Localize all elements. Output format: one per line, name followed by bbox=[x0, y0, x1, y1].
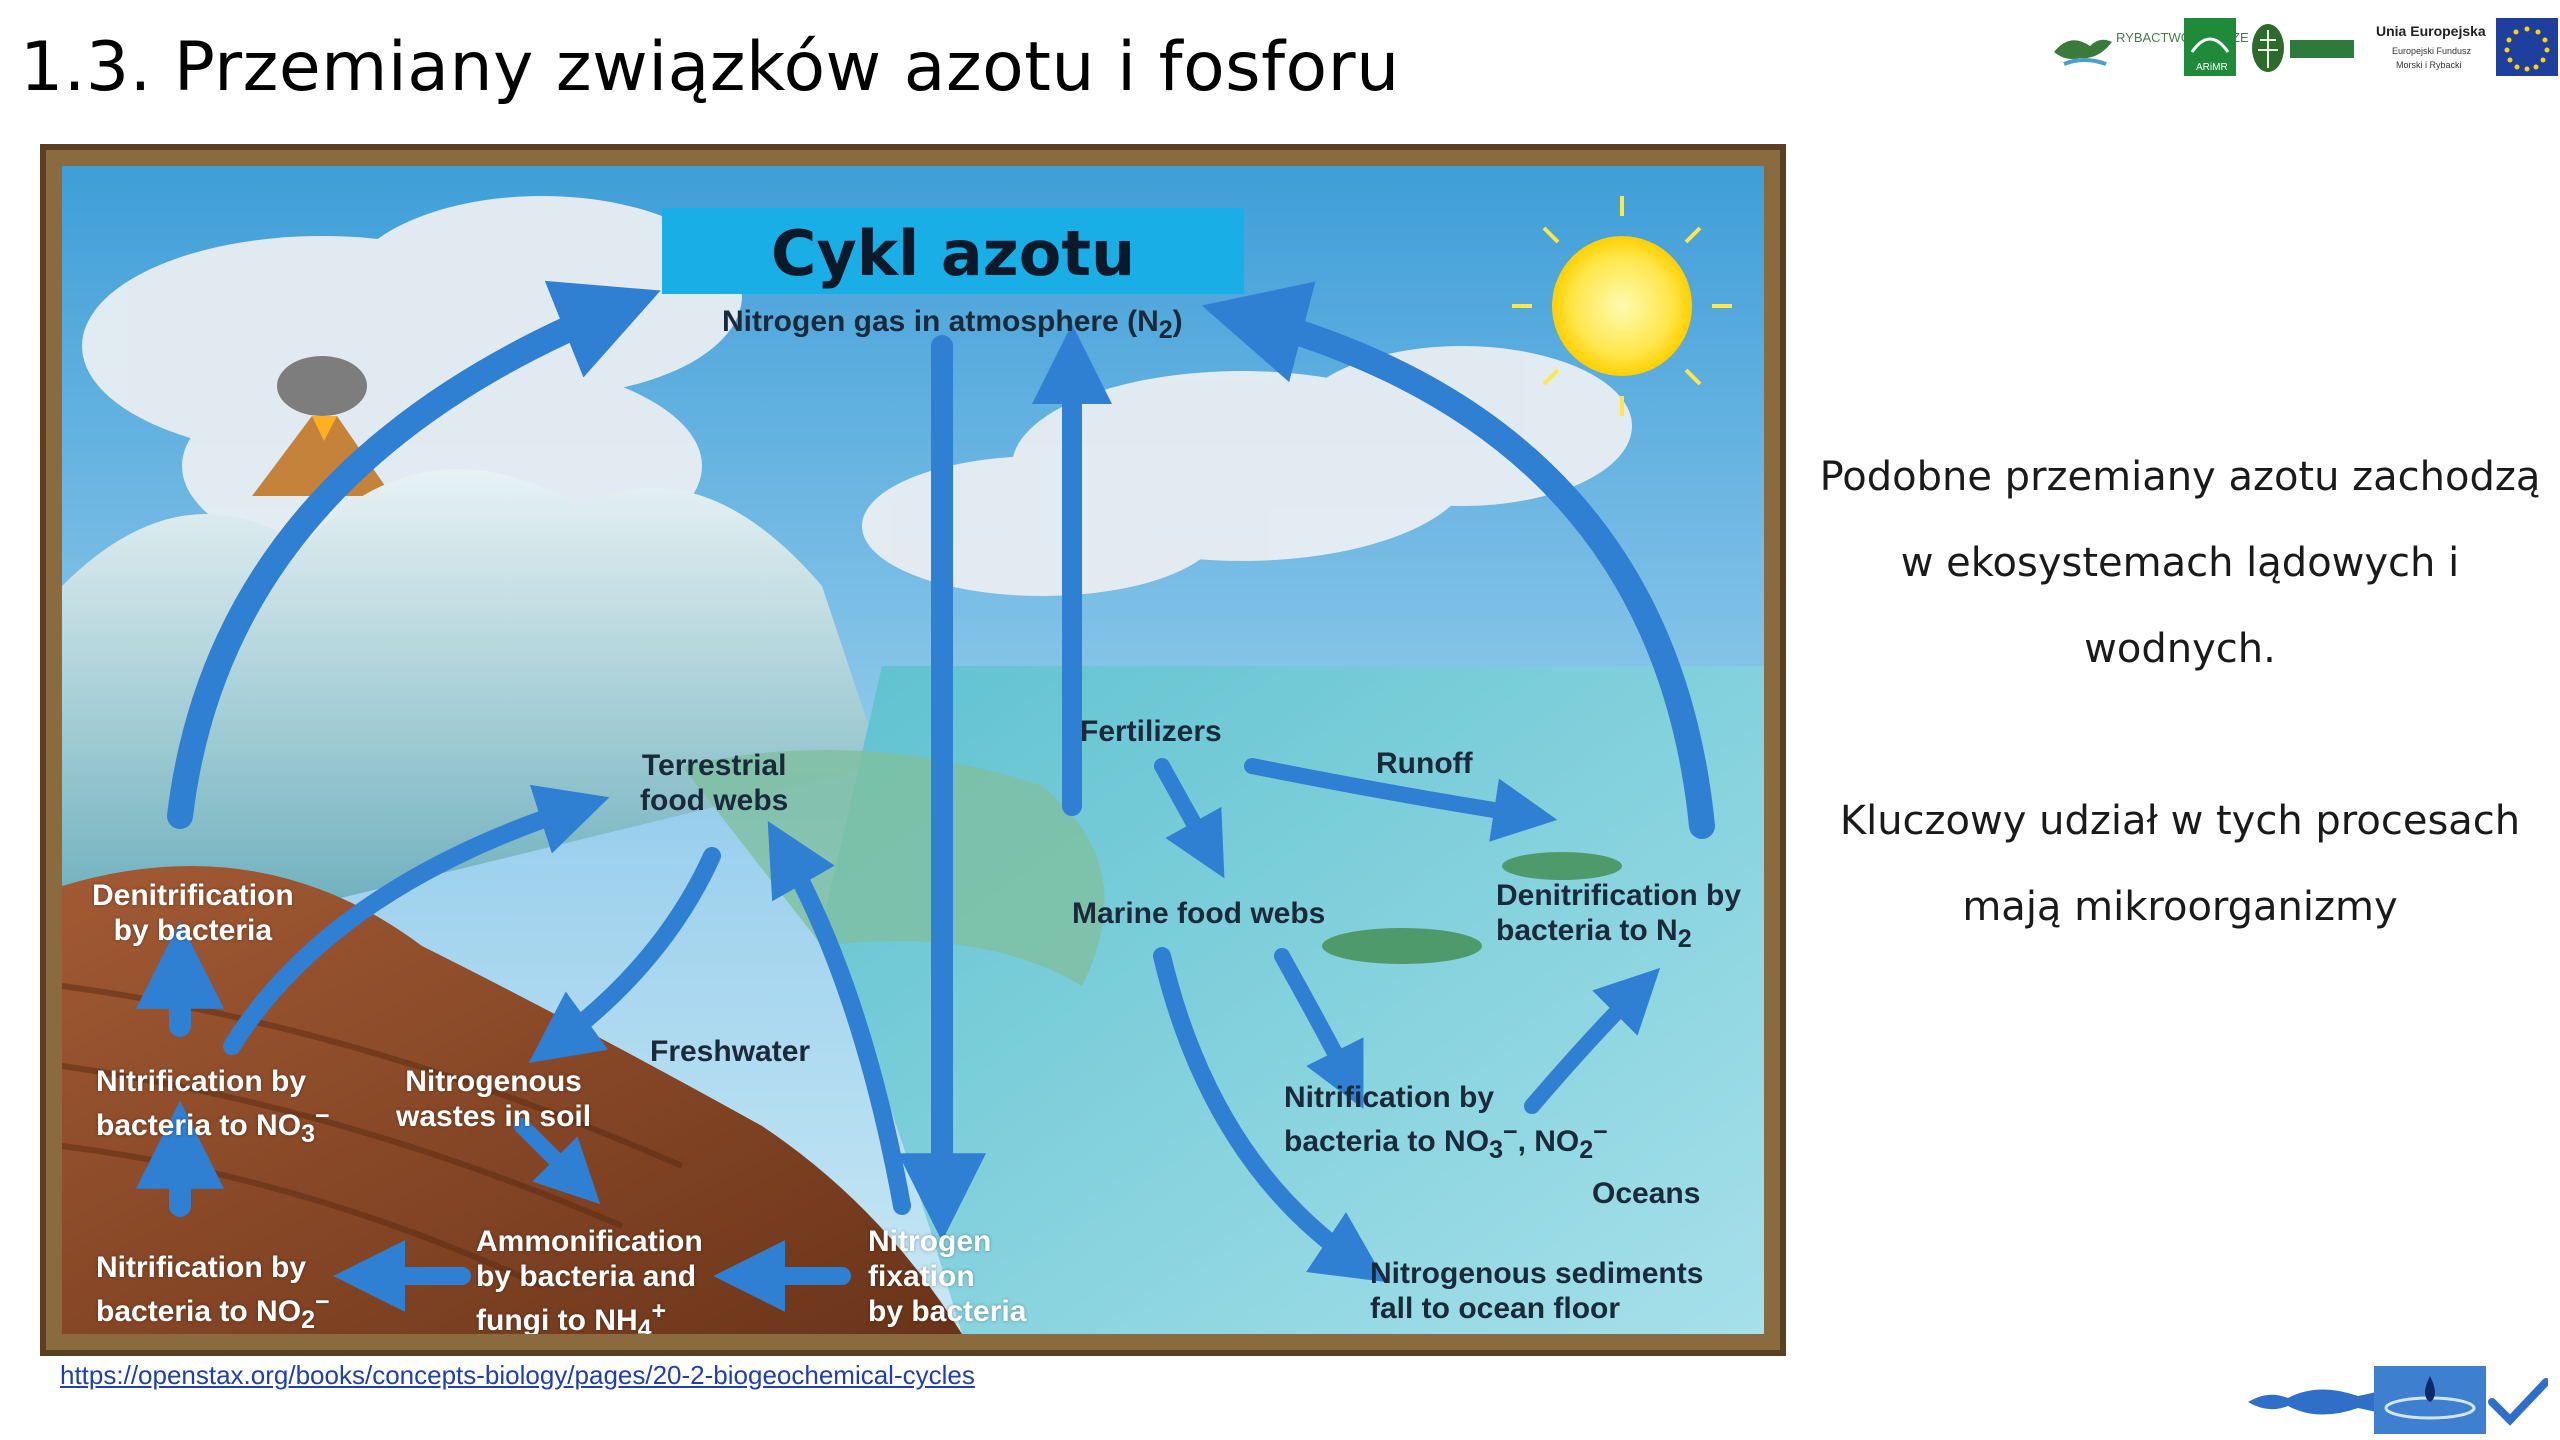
label-runoff: Runoff bbox=[1376, 747, 1473, 780]
arrow-nitrification-to-denitrification bbox=[1524, 967, 1661, 1114]
nitrogen-cycle-diagram: Cykl azotu Nitrogen gas in atmosphere (N… bbox=[40, 144, 1786, 1356]
label-denitrification-left: Denitrification by bacteria bbox=[92, 879, 294, 947]
checkmark-icon bbox=[2488, 1378, 2548, 1426]
diagram-header: Cykl azotu bbox=[662, 208, 1244, 294]
arrow-marine-to-sediments bbox=[1153, 947, 1386, 1282]
label-nitrification-ocean: Nitrification by bacteria to NO3−, NO2− bbox=[1284, 1081, 1608, 1164]
arrow-ocean-denitrification-to-atmosphere bbox=[1201, 281, 1715, 839]
svg-text:Europejski Fundusz: Europejski Fundusz bbox=[2392, 46, 2472, 56]
arrow-runoff bbox=[1244, 758, 1558, 842]
svg-text:Unia Europejska: Unia Europejska bbox=[2376, 23, 2486, 39]
slide-title: 1.3. Przemiany związków azotu i fosforu bbox=[20, 28, 1400, 107]
label-terrestrial-food-webs: Terrestrial food webs bbox=[640, 749, 789, 817]
label-oceans: Oceans bbox=[1592, 1177, 1701, 1210]
fish-icon bbox=[2248, 1386, 2398, 1418]
svg-text:ARiMR: ARiMR bbox=[2196, 62, 2228, 73]
arrow-terrestrial-to-wastes bbox=[528, 847, 721, 1063]
arrow-wastes-to-ammonification bbox=[514, 1118, 601, 1205]
diagram-illustration: Cykl azotu Nitrogen gas in atmosphere (N… bbox=[62, 166, 1764, 1334]
label-nitrification-no3: Nitrification by bacteria to NO3− bbox=[96, 1065, 330, 1148]
side-paragraph-2: Kluczowy udział w tych procesach mają mi… bbox=[1839, 798, 2521, 930]
label-nitrogen-fixation: Nitrogen fixation by bacteria bbox=[868, 1225, 1027, 1328]
sun bbox=[1512, 196, 1732, 416]
island bbox=[1322, 928, 1482, 964]
eu-logo: Unia Europejska Europejski Fundusz Morsk… bbox=[2376, 18, 2558, 76]
cycle-arrows bbox=[136, 280, 1715, 1312]
arimr-logo: ARiMR bbox=[2184, 18, 2236, 76]
arrow-marine-to-nitrification bbox=[1274, 948, 1364, 1109]
label-nitrogenous-wastes: Nitrogenous wastes in soil bbox=[396, 1065, 592, 1133]
arrow-fertilizers-to-marine bbox=[1154, 758, 1225, 879]
diagram-scene bbox=[62, 166, 1764, 1334]
label-freshwater: Freshwater bbox=[650, 1035, 811, 1068]
arrow-nitrification-to-terrestrial bbox=[223, 784, 610, 1055]
label-marine-food-webs: Marine food webs bbox=[1072, 897, 1326, 930]
label-atmosphere: Nitrogen gas in atmosphere (N2) bbox=[722, 305, 1183, 344]
land-middle bbox=[682, 750, 1105, 986]
partner-logos: RYBACTWO I MORZE ARiMR Unia Europejska E… bbox=[2054, 18, 2558, 76]
arrow-fixation-to-terrestrial bbox=[767, 820, 911, 1215]
svg-text:Morski i Rybacki: Morski i Rybacki bbox=[2396, 60, 2462, 70]
ministry-logo bbox=[2252, 24, 2354, 72]
fish-water-logo bbox=[2248, 1366, 2548, 1434]
label-sediments: Nitrogenous sediments fall to ocean floo… bbox=[1370, 1257, 1704, 1325]
label-nitrification-no2: Nitrification by bacteria to NO2− bbox=[96, 1251, 330, 1334]
label-ammonification: Ammonification by bacteria and fungi to … bbox=[476, 1225, 703, 1334]
side-paragraph-1: Podobne przemiany azotu zachodzą w ekosy… bbox=[1819, 454, 2541, 672]
island bbox=[1502, 852, 1622, 880]
label-fertilizers: Fertilizers bbox=[1080, 715, 1222, 748]
arrow-denitrification-to-atmosphere bbox=[167, 280, 661, 829]
source-link[interactable]: https://openstax.org/books/concepts-biol… bbox=[60, 1360, 975, 1390]
label-denitrification-right: Denitrification by bacteria to N2 bbox=[1496, 879, 1742, 953]
